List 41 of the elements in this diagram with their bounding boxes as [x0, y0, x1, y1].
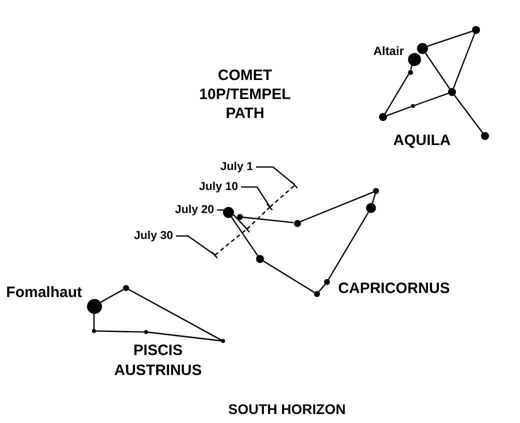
- constellation-line: [410, 65, 413, 70]
- constellation-line: [424, 52, 450, 90]
- constellation-name: CAPRICORNUS: [338, 278, 450, 299]
- date-label: July 10: [199, 180, 238, 194]
- leader-line: [241, 186, 271, 208]
- constellation-line: [230, 216, 258, 256]
- constellation-line: [427, 30, 472, 47]
- leader-line: [217, 209, 248, 230]
- constellation-line: [93, 314, 95, 329]
- comet-path-line: [214, 228, 248, 256]
- star-name: Altair: [373, 45, 404, 57]
- constellation-line: [328, 212, 369, 280]
- leader-line: [176, 235, 216, 256]
- chart-title: COMET 10P/TEMPEL PATH: [198, 66, 292, 122]
- constellation-line: [454, 94, 484, 134]
- constellation-line: [128, 288, 222, 341]
- date-label: July 1: [220, 160, 253, 174]
- constellation-name: PISCIS AUSTRINUS: [113, 341, 203, 381]
- constellation-line: [100, 288, 124, 303]
- tick-mark: [291, 180, 299, 189]
- constellation-name: AQUILA: [393, 130, 451, 151]
- constellation-line: [384, 74, 410, 114]
- constellation-line: [300, 192, 374, 222]
- constellation-line: [263, 260, 315, 293]
- constellation-line: [148, 332, 222, 342]
- constellation-line: [386, 106, 412, 116]
- comet-path-line: [246, 206, 270, 230]
- constellation-line: [452, 33, 476, 89]
- constellation-line: [318, 284, 326, 292]
- constellation-line: [372, 194, 376, 204]
- tick-mark: [211, 250, 219, 259]
- constellation-name: SOUTH HORIZON: [228, 400, 346, 418]
- constellation-line: [96, 330, 144, 333]
- tick-mark: [266, 202, 274, 211]
- star-name: Fomalhaut: [6, 285, 82, 300]
- constellation-line: [414, 92, 448, 106]
- comet-path-line: [270, 184, 296, 208]
- constellation-line: [242, 216, 294, 224]
- tick-mark: [243, 224, 251, 233]
- date-label: July 30: [134, 229, 173, 243]
- date-label: July 20: [175, 203, 214, 217]
